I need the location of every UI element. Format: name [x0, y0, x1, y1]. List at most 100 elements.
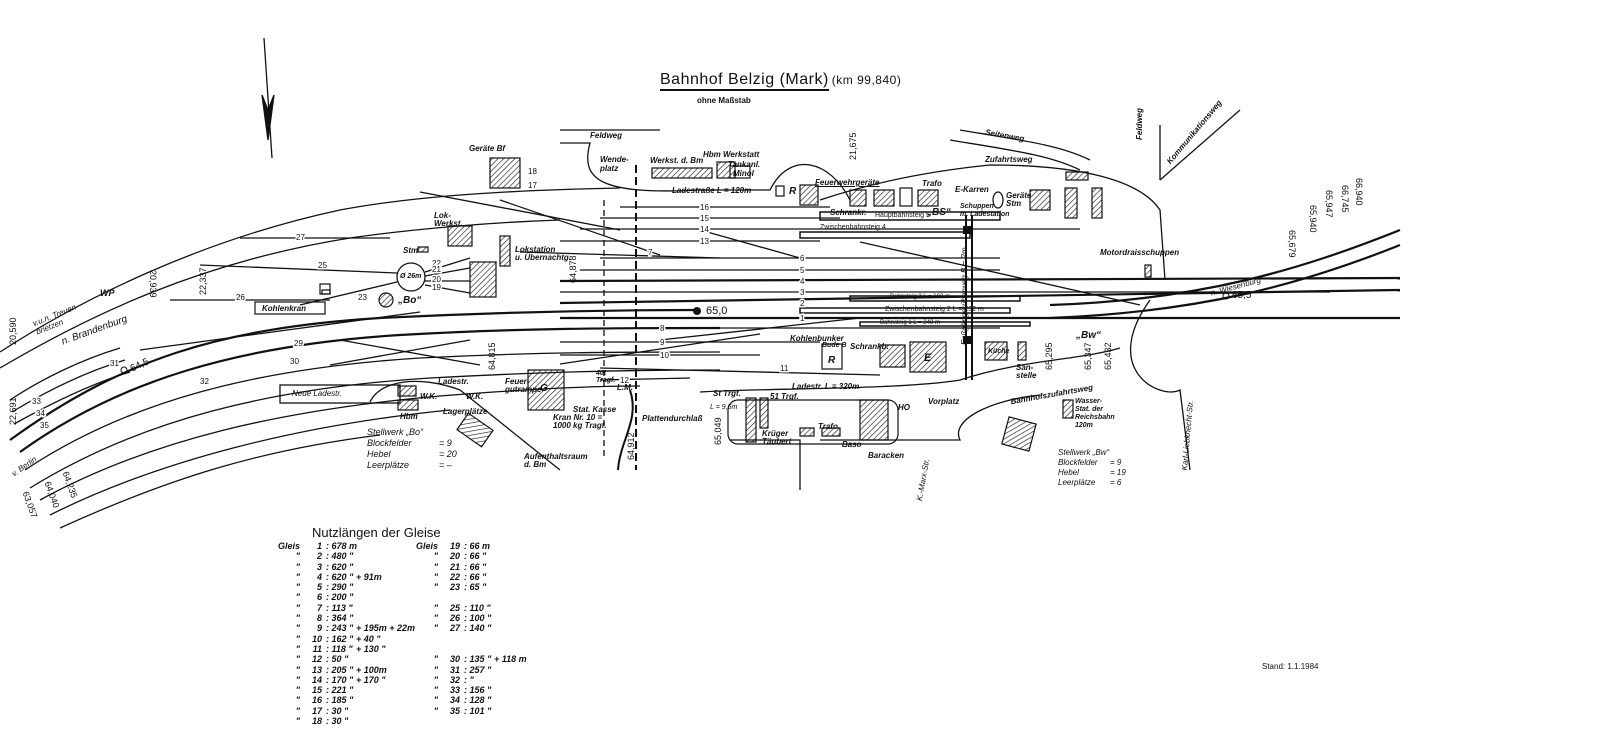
- road-kommunikationsweg: [1159, 109, 1241, 181]
- length-extra: + 100m: [356, 664, 387, 675]
- length-row: "16: 185 ": [266, 695, 415, 705]
- crossover: [659, 317, 861, 341]
- building-shed: [1064, 187, 1078, 219]
- length-value: : 113 ": [326, 602, 353, 613]
- label-aufenthaltsraum: Aufenthaltsraum d. Bm: [524, 452, 588, 469]
- stellwerk-key: Blockfelder: [367, 438, 412, 448]
- label-r-mid: R: [828, 355, 836, 366]
- label-bude-b: Bude B: [822, 342, 847, 349]
- length-value: : 243 ": [326, 623, 354, 634]
- length-gleis: ": [433, 582, 438, 593]
- length-value: : 170 ": [326, 674, 354, 685]
- length-track-no: 25: [449, 602, 460, 613]
- track-number: 1: [800, 314, 805, 323]
- label-neue-ladestr: Neue Ladestr.: [292, 389, 342, 398]
- length-extra: + 130 ": [356, 643, 386, 654]
- label-wk2: W.K.: [466, 392, 484, 401]
- label-kran: Kran Nr. 10 = 1000 kg Tragf.: [553, 413, 607, 430]
- length-value: : 620 ": [326, 571, 354, 582]
- building-lokschuppen: [469, 261, 497, 298]
- label-bahnsteig-3: Bahnsteig 3 L = 160 m: [890, 294, 950, 300]
- length-extra: + 195m + 22m: [356, 623, 416, 634]
- stellwerk-value: = –: [439, 460, 452, 470]
- length-track-no: 8: [316, 613, 322, 624]
- stellwerk-bw-table: Stellwerk „Bw“ Blockfelder= 9 Hebel= 19 …: [1058, 448, 1126, 488]
- track-brandenburg: [0, 219, 561, 369]
- label-wp: WP: [100, 288, 115, 298]
- length-gleis: ": [295, 685, 300, 696]
- track-number: 32: [200, 377, 209, 386]
- length-track-no: 20: [449, 551, 460, 562]
- length-row: "14: 170 "+ 170 ": [266, 675, 415, 685]
- track-number: 19: [432, 283, 441, 292]
- label-hbm-left: Hbm: [400, 412, 418, 421]
- km-mark: 65,679: [1287, 230, 1297, 258]
- crossover: [559, 333, 761, 365]
- schranke-marker: [963, 336, 973, 344]
- label-baso: Baso: [842, 440, 862, 449]
- track-number: 10: [660, 351, 669, 360]
- building-werkst-bm: [651, 167, 713, 179]
- length-track-no: 27: [449, 623, 460, 634]
- label-lm: L.M.: [617, 383, 633, 392]
- length-gleis: ": [295, 695, 300, 706]
- length-track-no: 34: [449, 695, 460, 706]
- length-gleis: Gleis: [415, 541, 438, 551]
- length-track-no: 13: [311, 664, 322, 675]
- track-4: [559, 276, 1401, 283]
- length-row: "3: 620 ": [266, 562, 415, 572]
- north-arrow-icon: [263, 37, 273, 159]
- building-bm: [873, 189, 895, 207]
- schranke-marker: [963, 226, 973, 234]
- label-stellwerk-bs: „BS“: [927, 207, 951, 218]
- length-track-no: 18: [311, 716, 322, 727]
- length-gleis: ": [433, 613, 438, 624]
- building-kueche: [984, 341, 1008, 361]
- bahnsteig-3: [849, 295, 1021, 302]
- label-geraete-bf: Geräte Bf: [469, 144, 506, 153]
- track-wiesenburg: [1049, 228, 1401, 307]
- road-seitenweg: [959, 129, 1091, 161]
- km-mark: 64,815: [487, 342, 497, 370]
- length-value: : 205 ": [326, 664, 354, 675]
- track-number: 34: [36, 409, 45, 418]
- label-feldweg: Feldweg: [590, 131, 623, 140]
- road-bahnhofszufahrt: [699, 347, 1121, 393]
- track-105: [59, 434, 381, 529]
- plattendurchlass-channel: [617, 389, 634, 471]
- length-gleis: ": [295, 582, 300, 593]
- track-number: 9: [660, 338, 665, 347]
- building-gueterschuppen: [527, 369, 565, 411]
- length-gleis: ": [295, 571, 300, 582]
- length-value: : 66 m: [464, 541, 491, 551]
- length-value: : 257 ": [464, 664, 492, 675]
- crossover: [499, 199, 661, 256]
- stellwerk-key: Blockfelder: [1058, 458, 1098, 467]
- stellwerk-name: Stellwerk „Bo“: [367, 427, 424, 437]
- length-track-no: 33: [449, 685, 460, 696]
- length-row: "21: 66 ": [404, 562, 527, 572]
- building-baracken: [859, 399, 889, 441]
- length-gleis: ": [295, 551, 300, 562]
- length-value: : 66 ": [464, 561, 487, 572]
- track-number: 18: [528, 167, 537, 176]
- track-35: [9, 347, 121, 401]
- length-value: : 66 ": [464, 551, 487, 562]
- km-mark: 65,432: [1103, 342, 1113, 370]
- length-value: : 101 ": [464, 705, 492, 716]
- stellwerk-value: = 20: [439, 449, 457, 459]
- label-hauptbahnsteig-5: Hauptbahnsteig 5: [875, 212, 930, 219]
- label-kohlenkran: Kohlenkran: [262, 304, 307, 313]
- track-number: 3: [800, 288, 805, 297]
- length-value: : 364 ": [326, 613, 354, 624]
- track-11: [599, 367, 881, 376]
- label-geraete-stm: Geräte Stm: [1006, 191, 1032, 208]
- length-gleis: ": [433, 695, 438, 706]
- track-number: 11: [780, 364, 789, 373]
- building-taeubert: [759, 397, 769, 429]
- length-track-no: 35: [449, 705, 460, 716]
- length-gleis: ": [433, 705, 438, 716]
- crossover: [699, 229, 801, 259]
